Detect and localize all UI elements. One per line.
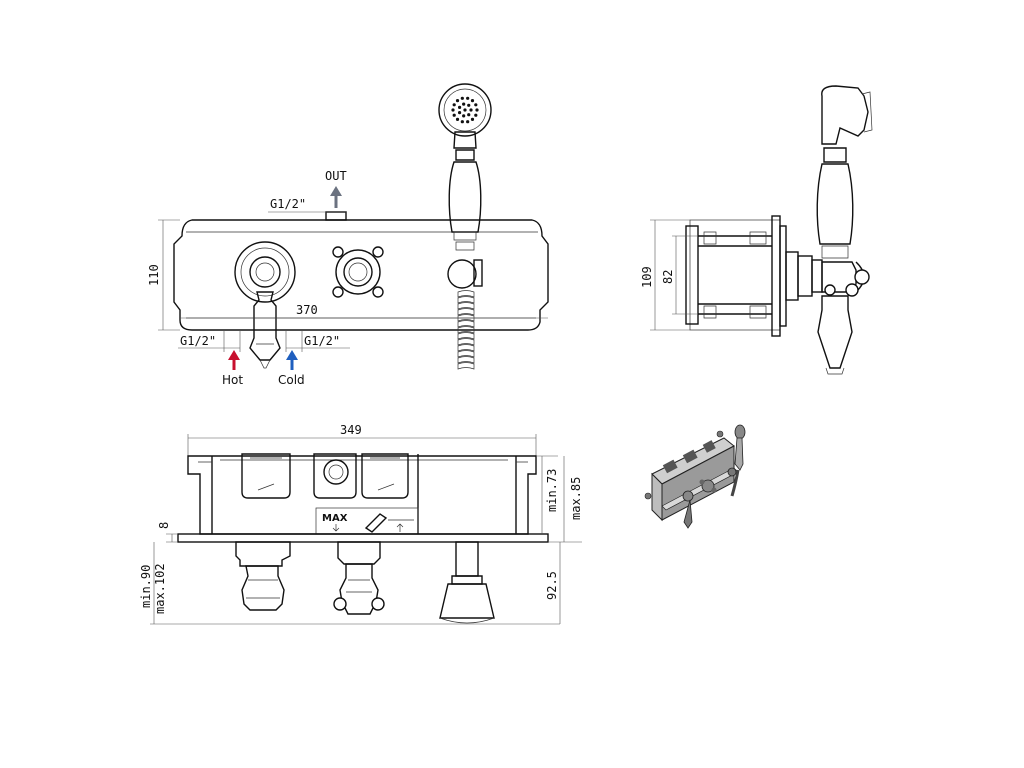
hot-thread: G1/2" xyxy=(180,334,216,348)
cross-top xyxy=(333,541,385,615)
out-arrow-head xyxy=(330,186,342,196)
cold-label: Cold xyxy=(278,373,305,387)
hot-arrow-head xyxy=(228,350,240,360)
faceplate-outline xyxy=(173,219,549,331)
min-proj-dim: min.90 xyxy=(139,565,153,608)
hand-shower-front xyxy=(438,83,492,370)
inner-height-dim: 82 xyxy=(661,270,675,284)
top-width-dim: 349 xyxy=(340,423,362,437)
side-view: 109 82 xyxy=(640,85,873,375)
cross-handle xyxy=(332,246,384,298)
hot-label: Hot xyxy=(222,373,243,387)
cold-thread: G1/2" xyxy=(304,334,340,348)
shower-proj-dim: 92.5 xyxy=(545,571,559,600)
outlet-label: OUT xyxy=(325,169,347,183)
top-view: 349 MAX xyxy=(139,423,583,625)
outlet-thread: G1/2" xyxy=(270,197,306,211)
max-proj-dim: max.102 xyxy=(153,563,167,614)
max-depth-dim: max.85 xyxy=(569,477,583,520)
outer-height-dim: 109 xyxy=(640,266,654,288)
max-label: MAX xyxy=(322,513,348,524)
plate-dim: 8 xyxy=(157,522,171,529)
min-depth-dim: min.73 xyxy=(545,469,559,512)
width-dim: 370 xyxy=(296,303,318,317)
shower-top xyxy=(439,541,495,624)
lever-top xyxy=(235,541,291,611)
front-view: OUT G1/2" 110 370 G1/2" G1/2" Hot Cold xyxy=(147,83,549,387)
diverter-lever xyxy=(234,241,296,369)
cold-arrow-head xyxy=(286,350,298,360)
isometric-view xyxy=(644,424,746,529)
height-dim: 110 xyxy=(147,264,161,286)
